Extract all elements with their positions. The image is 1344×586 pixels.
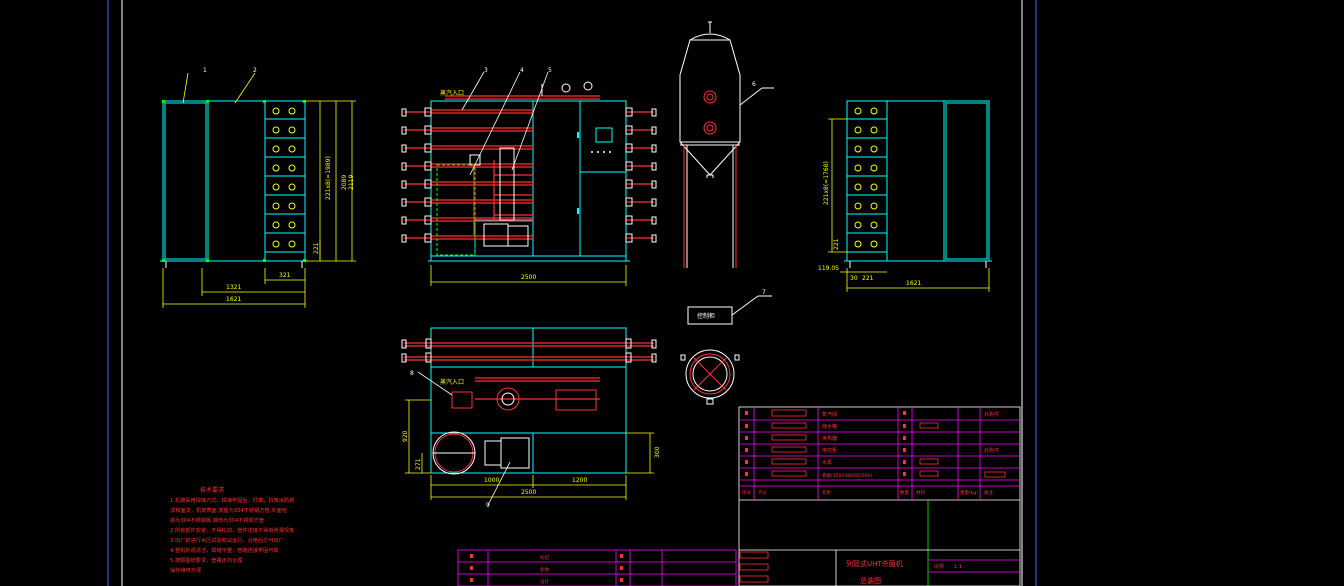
bom-part-1: 蒸汽阀 [822, 411, 837, 418]
valve-column-right [854, 107, 878, 248]
balloon-2: 2 [253, 67, 257, 74]
control-box-label: 控制柜 [697, 312, 715, 320]
balloon-7: 7 [762, 289, 766, 296]
scale-label: 比例 [934, 563, 944, 570]
revision-row-2: 处数 [540, 566, 549, 573]
drawing-subtitle: 总装图 [860, 576, 881, 585]
revision-markers [470, 554, 623, 582]
balloon-6: 6 [752, 81, 756, 88]
left-dimensions [162, 72, 356, 308]
vessel-view [679, 21, 774, 268]
dim-left-width: 1621 [226, 296, 241, 303]
green-nodes-left [162, 100, 306, 262]
dim-plan-h3: 300 [654, 446, 661, 458]
notes-line-6: 4.整机外观清洁，焊缝平整，管路连接牢固可靠 [170, 546, 279, 554]
notes-line-8: 操作维修方便 [170, 566, 202, 574]
revision-row-1: 标记 [540, 554, 549, 561]
bom-h2: 名称 [822, 489, 831, 496]
notes-line-2: 漆和面漆，机架表面,底座为304不锈钢方管,外面包 [170, 506, 287, 514]
vessel-top-view [680, 349, 740, 405]
bom-red-markers [745, 411, 906, 476]
dim-right-v2: 221 [833, 238, 840, 250]
dim-left-v1: 221x8(=1989) [325, 156, 332, 200]
dim-left-v2: 2089 [341, 175, 348, 190]
control-panel-dots [577, 132, 611, 214]
balloon-4: 4 [520, 67, 524, 74]
bom-extra-4: 外购件 [984, 447, 999, 454]
bom-part-4: 电控柜 [822, 447, 837, 454]
scale-value: 1:1 [954, 564, 962, 570]
front-dimensions [430, 71, 627, 286]
revision-table [457, 549, 769, 586]
steam-inlet-plan-label: 蒸汽入口 [440, 378, 464, 386]
plan-dimensions [405, 371, 654, 506]
revision-row-3: 设计 [540, 578, 549, 585]
dim-right-w1: 1621 [906, 280, 921, 287]
bom-part-6: 管路(1000X800X2000) [822, 472, 872, 479]
plan-pipes [404, 342, 654, 400]
bom-h1: 代号 [758, 489, 767, 496]
drawing-title: 列管式UHT杀菌机 [846, 559, 903, 568]
dim-left-inner: 1321 [226, 284, 241, 291]
bom-h0: 序号 [742, 489, 751, 496]
technical-notes: 技术要求 1.机架采用焊接方式，焊接牢固后，打磨，机架涂防锈 漆和面漆，机架表面… [170, 486, 294, 574]
dim-plan-w2: 1200 [572, 477, 587, 484]
front-flanges [401, 81, 657, 247]
side-view-right [844, 100, 992, 268]
bom-table [738, 406, 1021, 586]
plan-view [430, 327, 627, 474]
bom-extra-1: 外购件 [984, 411, 999, 418]
dim-plan-h2: 271 [415, 458, 422, 470]
dim-plan-width: 2500 [521, 489, 536, 496]
right-dimensions [828, 118, 990, 292]
notes-line-5: 3.出厂前进行水压试验和试运行，合格后方可出厂 [170, 536, 284, 544]
bom-h4: 材料 [916, 489, 925, 496]
dim-left-small: 321 [279, 272, 291, 279]
notes-line-3: 装为304不锈钢板,其他为304不锈钢方管 [170, 516, 264, 524]
valve-column-left [272, 107, 296, 248]
balloon-1: 1 [203, 67, 207, 74]
notes-title: 技术要求 [200, 486, 224, 494]
dim-left-v4: 221 [313, 242, 320, 254]
front-tank-outline [436, 164, 476, 256]
plan-components [401, 338, 657, 475]
balloon-3: 3 [484, 67, 488, 74]
bom-part-2: 储水罐 [822, 423, 837, 430]
dim-left-v3: 2119 [348, 175, 355, 190]
vessel-portholes [703, 90, 717, 135]
dim-right-w4: 221 [862, 275, 874, 282]
bom-part-3: 换热器 [822, 435, 837, 442]
dim-front-width: 2500 [521, 274, 536, 281]
dim-right-w2: 119.05 [818, 265, 839, 272]
bom-h6: 备注 [984, 489, 993, 496]
sheet-frame [107, 0, 1037, 586]
notes-line-1: 1.机架采用焊接方式，焊接牢固后，打磨，机架涂防锈 [170, 496, 294, 504]
balloon-9: 9 [486, 502, 490, 509]
balloon-5: 5 [548, 67, 552, 74]
steam-inlet-front-label: 蒸汽入口 [440, 89, 464, 97]
notes-line-7: 5.按照图纸要求，管路走向合理 [170, 556, 243, 564]
bom-h5: 重量(kg) [960, 489, 978, 496]
bom-part-5: 水泵 [822, 459, 832, 466]
bom-h3: 数量 [900, 489, 909, 496]
notes-line-4: 2.所有部件安装，不得松动，管件连接不得有泄漏现象 [170, 526, 294, 534]
balloon-8: 8 [410, 370, 414, 377]
dim-right-w3: 30 [850, 275, 858, 282]
dim-plan-w1: 1000 [484, 477, 499, 484]
dim-right-v1: 221x8(=1768) [823, 161, 830, 205]
front-pipes [404, 95, 654, 240]
side-view-left [160, 100, 308, 268]
control-box-callout [687, 295, 772, 325]
dim-plan-h1: 920 [402, 430, 409, 442]
